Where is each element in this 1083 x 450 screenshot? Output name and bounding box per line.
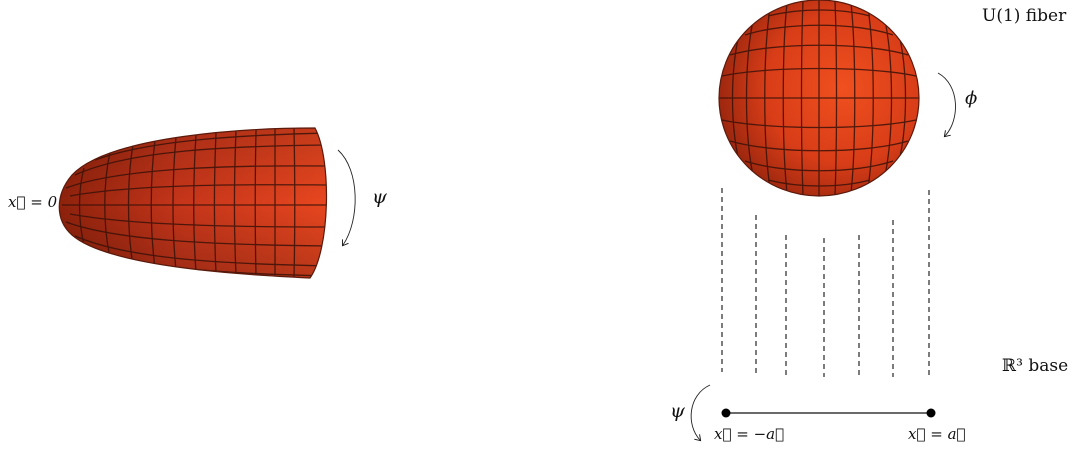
base-label: ℝ³ base <box>1002 356 1069 376</box>
fiber-sphere <box>718 0 920 197</box>
fiber-label: U(1) fiber <box>982 6 1067 26</box>
base-psi-label: ψ <box>670 400 685 422</box>
left-point-label: x⃗ = −a⃗ <box>714 425 785 443</box>
right-point <box>926 408 936 418</box>
fiber-lines <box>721 188 930 377</box>
cap-surface <box>58 127 328 279</box>
right-point-label: x⃗ = a⃗ <box>908 425 966 443</box>
psi-label: ψ <box>372 186 387 208</box>
cap-mesh <box>62 128 327 278</box>
origin-label: x⃗ = 0 <box>8 193 58 211</box>
base-psi-rotation-arrow-icon <box>690 384 711 440</box>
left-point <box>721 408 731 418</box>
phi-rotation-arrow-icon <box>937 72 956 136</box>
sphere-mesh <box>719 0 919 196</box>
psi-rotation-arrow-icon <box>337 149 356 245</box>
phi-label: ϕ <box>965 88 978 109</box>
